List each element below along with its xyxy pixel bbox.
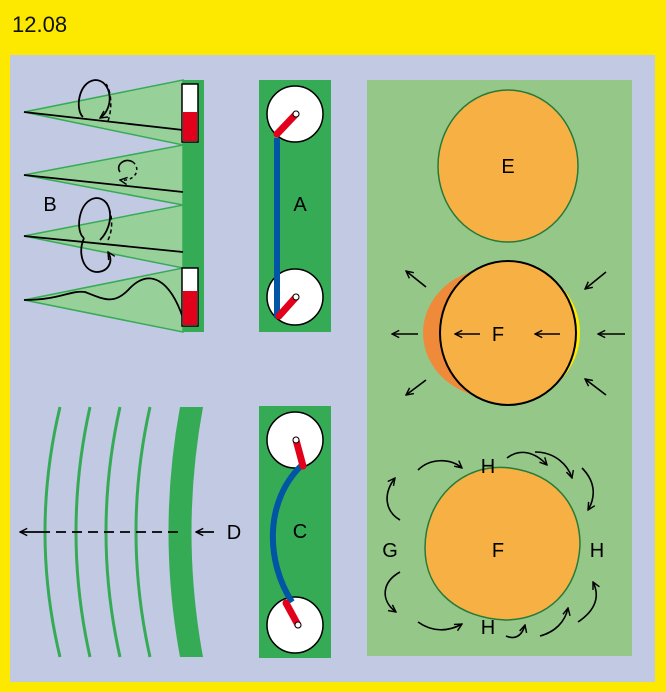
cone-4-wave xyxy=(23,277,184,319)
panel-c-pivot-bottom xyxy=(294,621,302,629)
small-rotation-dashed xyxy=(120,161,138,180)
panel-c-pivot-top xyxy=(292,436,300,444)
panel-c: C xyxy=(259,406,331,658)
label-c: C xyxy=(293,521,307,543)
cell-e xyxy=(437,89,579,243)
flow-arrow-7-icon xyxy=(417,621,462,630)
arrow-out-upleft-icon xyxy=(406,271,427,288)
cone-2-axis xyxy=(23,174,184,193)
arrow-in-upright-icon xyxy=(585,271,607,289)
panel-a-crank-top xyxy=(273,110,300,138)
gauge-bottom-fill xyxy=(183,291,197,325)
cone-group: B xyxy=(23,79,204,333)
flow-arrow-10-icon xyxy=(577,582,596,623)
rotation-2-dashed-line xyxy=(105,201,113,241)
arrow-in-downright-icon xyxy=(585,379,607,396)
panel-right: E F F G H H H xyxy=(367,80,632,656)
rotation-arrow-2-icon xyxy=(78,197,111,241)
label-f-bottom: F xyxy=(492,540,504,562)
rotation-arrow-2-lower xyxy=(80,237,110,273)
flow-arrow-6-icon xyxy=(384,571,401,612)
panel-a-pivot-top xyxy=(292,110,300,118)
cone-4 xyxy=(23,267,184,333)
label-a: A xyxy=(293,194,307,216)
flow-arrow-9-icon xyxy=(539,608,568,637)
flow-arrow-8-icon xyxy=(505,625,525,639)
panel-c-crank-bottom xyxy=(282,599,302,629)
panel-c-flagellum xyxy=(269,462,305,604)
label-d: D xyxy=(227,522,241,544)
panel-a-crank-bottom xyxy=(275,293,300,320)
cone-1-axis xyxy=(23,111,184,131)
wave-source-band xyxy=(168,407,203,657)
panel-a: A xyxy=(259,80,331,332)
label-h-right: H xyxy=(590,540,604,562)
rotation-arrow-icon xyxy=(77,79,111,118)
rotation-dashed-line xyxy=(105,83,112,122)
label-g: G xyxy=(382,540,398,562)
flow-arrow-4-icon xyxy=(581,467,593,510)
figure-number: 12.08 xyxy=(12,12,68,37)
cone-2 xyxy=(23,144,184,206)
label-f-top: F xyxy=(492,324,504,346)
cone-3-axis xyxy=(23,235,184,253)
arrow-out-downleft-icon xyxy=(406,379,427,395)
flow-arrow-3-icon xyxy=(534,451,572,478)
small-rotation-arrow-icon xyxy=(117,159,134,173)
label-e: E xyxy=(501,156,514,178)
label-h-top: H xyxy=(481,456,495,478)
label-b: B xyxy=(43,194,56,216)
cell-f-top xyxy=(439,260,577,406)
label-h-bottom: H xyxy=(481,617,495,639)
flow-arrow-2-icon xyxy=(506,451,547,465)
flow-arrow-5-icon xyxy=(386,478,401,521)
panel-d: D xyxy=(20,406,241,658)
panel-a-pivot-bottom xyxy=(292,293,300,301)
cell-f-bottom xyxy=(424,466,581,621)
cone-1 xyxy=(23,79,184,146)
gauge-top-fill xyxy=(183,112,197,141)
panel-c-crank-top xyxy=(292,436,307,470)
flow-arrow-1-icon xyxy=(417,459,462,471)
